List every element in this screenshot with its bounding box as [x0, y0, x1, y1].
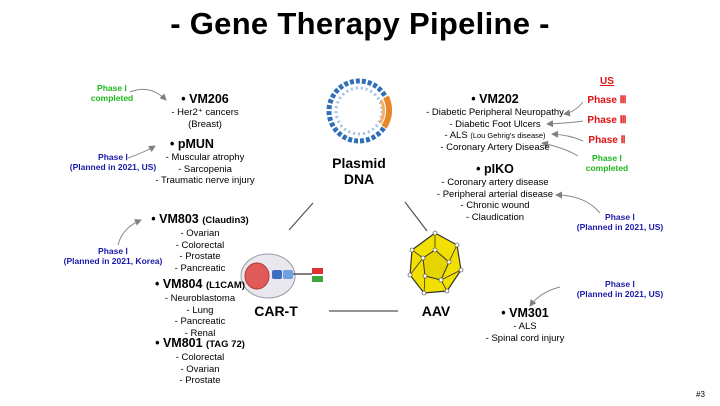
phase-vm803: Phase Ⅰ (Planned in 2021, Korea): [63, 246, 163, 266]
page-number: #3: [696, 390, 705, 399]
phase-vm301: Phase Ⅰ (Planned in 2021, US): [576, 279, 664, 299]
arrow-vm803: [117, 219, 142, 246]
phase-vm206: Phase Ⅰ completed: [90, 83, 134, 103]
arrow-vm202-als: [551, 130, 584, 142]
phase-vm202-als: Phase Ⅱ: [588, 135, 626, 146]
phase-pIKO: Phase Ⅰ (Planned in 2021, US): [576, 212, 664, 232]
program-vm206: • VM206 - Her2⁺ cancers (Breast): [171, 92, 239, 130]
program-vm301: • VM301 - ALS - Spinal cord injury: [485, 306, 565, 344]
connector-plasmid-aav: [404, 201, 428, 232]
program-vm202: • VM202 - Diabetic Peripheral Neuropathy…: [426, 92, 564, 153]
phase-vm202-cad: Phase Ⅰ completed: [585, 153, 629, 173]
vm202-us-header: US: [600, 76, 614, 87]
aav-capsid-icon: [407, 230, 464, 296]
phase-pmun: Phase Ⅰ (Planned in 2021, US): [69, 152, 157, 172]
connector-plasmid-cart: [288, 202, 314, 231]
arrow-vm202-cad: [541, 140, 579, 157]
program-pIKO: • pIKO - Coronary artery disease - Perip…: [436, 162, 554, 223]
phase-vm202-dfu: Phase Ⅲ: [587, 115, 627, 126]
hub-label-aav: AAV: [421, 303, 451, 319]
arrow-vm202-dfu: [546, 120, 584, 128]
hub-label-plasmid: Plasmid DNA: [332, 155, 386, 187]
arrow-pIKO: [555, 191, 601, 214]
program-vm803: • VM803 (Claudin3) - Ovarian - Colorecta…: [151, 212, 249, 274]
arrow-vm202-dpn: [563, 101, 584, 117]
plasmid-dna-icon: [326, 78, 393, 144]
page-title: - Gene Therapy Pipeline -: [170, 6, 550, 41]
program-vm801: • VM801 (TAG 72) - Colorectal - Ovarian …: [155, 336, 245, 386]
program-pmun: • pMUN - Muscular atrophy - Sarcopenia -…: [155, 137, 255, 186]
arrow-vm206: [129, 88, 167, 101]
arrow-pmun: [127, 145, 156, 159]
phase-vm202-dpn: Phase Ⅲ: [587, 95, 627, 106]
hub-label-cart: CAR-T: [254, 303, 298, 319]
program-vm804: • VM804 (L1CAM) - Neuroblastoma - Lung -…: [154, 277, 245, 339]
car-t-cell-icon: [240, 253, 323, 299]
arrow-vm301: [529, 286, 561, 307]
